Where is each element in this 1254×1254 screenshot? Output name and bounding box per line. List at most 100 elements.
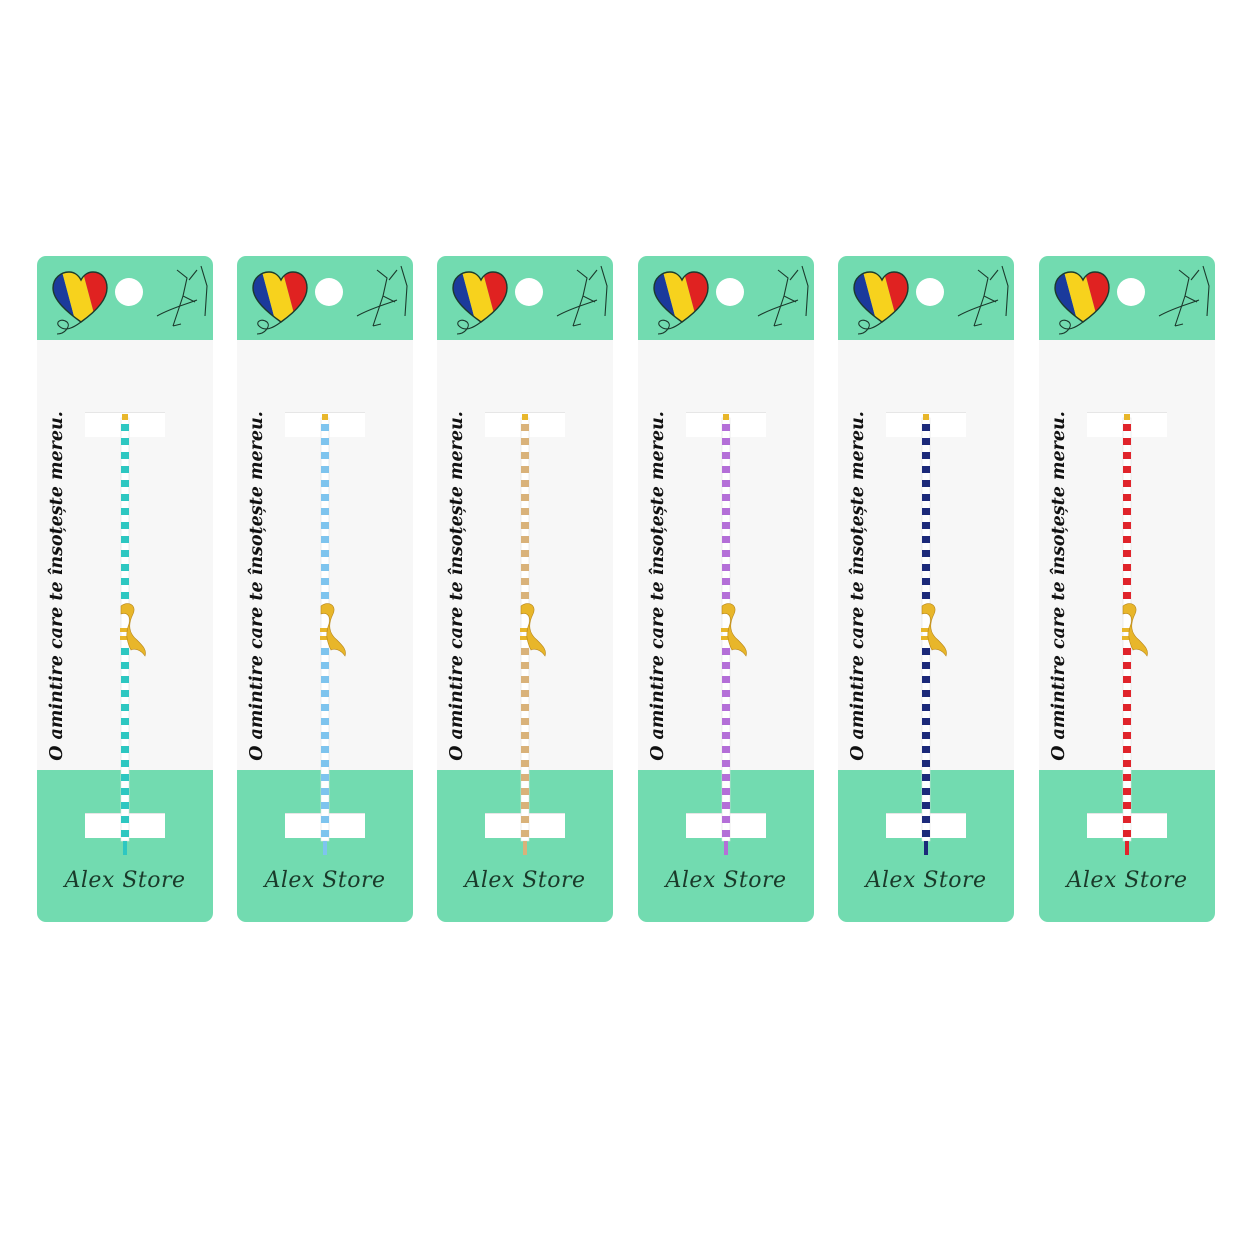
stripe-bead bbox=[321, 788, 329, 795]
line-swirl bbox=[456, 319, 482, 335]
stripe-bead bbox=[722, 480, 730, 487]
gold-end-bead bbox=[322, 414, 328, 420]
stripe-bead bbox=[321, 424, 329, 431]
stripe-bead bbox=[321, 466, 329, 473]
stripe-bead bbox=[121, 760, 129, 767]
hand-line-art bbox=[356, 265, 408, 327]
stripe-bead bbox=[922, 746, 930, 753]
stripe-bead bbox=[922, 550, 930, 557]
stripe-bead bbox=[321, 760, 329, 767]
stripe-bead bbox=[321, 718, 329, 725]
dolphin-charm-icon bbox=[1122, 603, 1148, 657]
stripe-bead bbox=[521, 718, 529, 725]
brand-logo: Alex Store bbox=[665, 868, 787, 893]
card-header-art bbox=[653, 265, 809, 335]
bracelet-card[interactable]: O amintire care te însoțește mereu.Alex … bbox=[237, 256, 413, 922]
stripe-bead bbox=[521, 522, 529, 529]
stripe-bead bbox=[722, 788, 730, 795]
stripe-bead bbox=[722, 704, 730, 711]
stripe-bead bbox=[722, 438, 730, 445]
stripe-bead bbox=[922, 676, 930, 683]
bracelet bbox=[120, 414, 146, 855]
card-header-art bbox=[52, 265, 208, 335]
stripe-bead bbox=[521, 578, 529, 585]
stripe-bead bbox=[321, 802, 329, 809]
gold-end-bead bbox=[522, 414, 528, 420]
stripe-bead bbox=[321, 662, 329, 669]
hand-line-art bbox=[556, 265, 608, 327]
stripe-bead bbox=[722, 816, 730, 823]
hang-hole bbox=[315, 278, 343, 306]
bracelet-card[interactable]: O amintire care te însoțește mereu.Alex … bbox=[638, 256, 814, 922]
gold-spacer-bead bbox=[721, 628, 731, 632]
stripe-bead bbox=[1123, 592, 1131, 599]
stripe-bead bbox=[321, 480, 329, 487]
hang-hole bbox=[1117, 278, 1145, 306]
cord-tail bbox=[323, 841, 327, 855]
stripe-bead bbox=[922, 536, 930, 543]
stripe-bead bbox=[321, 648, 329, 655]
stripe-bead bbox=[722, 592, 730, 599]
bracelet-card[interactable]: O amintire care te însoțește mereu.Alex … bbox=[1039, 256, 1215, 922]
gold-spacer-bead bbox=[320, 628, 330, 632]
stripe-bead bbox=[922, 690, 930, 697]
stripe-bead bbox=[922, 732, 930, 739]
stripe-bead bbox=[321, 592, 329, 599]
stripe-bead bbox=[121, 774, 129, 781]
stripe-bead bbox=[121, 508, 129, 515]
stripe-bead bbox=[922, 564, 930, 571]
stripe-bead bbox=[722, 760, 730, 767]
stripe-bead bbox=[1123, 802, 1131, 809]
stripe-bead bbox=[1123, 424, 1131, 431]
hang-hole bbox=[115, 278, 143, 306]
brand-logo: Alex Store bbox=[64, 868, 186, 893]
stripe-bead bbox=[121, 550, 129, 557]
cord-tail bbox=[724, 841, 728, 855]
stripe-bead bbox=[321, 536, 329, 543]
gold-spacer-bead bbox=[1122, 636, 1132, 640]
stripe-bead bbox=[321, 746, 329, 753]
stripe-bead bbox=[722, 662, 730, 669]
hang-hole bbox=[716, 278, 744, 306]
dolphin-charm-icon bbox=[320, 603, 346, 657]
stripe-bead bbox=[521, 592, 529, 599]
line-swirl bbox=[657, 319, 683, 335]
stripe-bead bbox=[121, 690, 129, 697]
bracelet-card[interactable]: O amintire care te însoțește mereu.Alex … bbox=[437, 256, 613, 922]
stripe-bead bbox=[722, 648, 730, 655]
stripe-bead bbox=[121, 592, 129, 599]
bracelet-card[interactable]: O amintire care te însoțește mereu.Alex … bbox=[37, 256, 213, 922]
stripe-bead bbox=[121, 424, 129, 431]
stripe-bead bbox=[922, 438, 930, 445]
stripe-bead bbox=[722, 452, 730, 459]
stripe-bead bbox=[121, 564, 129, 571]
cord-tail bbox=[924, 841, 928, 855]
heart-outline bbox=[653, 271, 709, 323]
heart-outline bbox=[452, 271, 508, 323]
line-swirl bbox=[256, 319, 282, 335]
stripe-bead bbox=[521, 536, 529, 543]
stripe-bead bbox=[1123, 830, 1131, 837]
stripe-bead bbox=[1123, 816, 1131, 823]
bracelet-card[interactable]: O amintire care te însoțește mereu.Alex … bbox=[838, 256, 1014, 922]
stripe-bead bbox=[121, 536, 129, 543]
dolphin-charm-icon bbox=[721, 603, 747, 657]
stripe-bead bbox=[121, 452, 129, 459]
stripe-bead bbox=[521, 438, 529, 445]
stripe-bead bbox=[722, 802, 730, 809]
stripe-bead bbox=[922, 704, 930, 711]
stripe-bead bbox=[321, 564, 329, 571]
stripe-bead bbox=[722, 578, 730, 585]
stripe-bead bbox=[521, 466, 529, 473]
stripe-bead bbox=[722, 718, 730, 725]
hang-hole bbox=[515, 278, 543, 306]
cord-tail bbox=[1125, 841, 1129, 855]
heart-outline bbox=[853, 271, 909, 323]
stripe-bead bbox=[321, 494, 329, 501]
stripe-bead bbox=[321, 452, 329, 459]
stripe-bead bbox=[121, 816, 129, 823]
stripe-bead bbox=[321, 522, 329, 529]
stripe-bead bbox=[121, 718, 129, 725]
stripe-bead bbox=[922, 718, 930, 725]
stripe-bead bbox=[1123, 452, 1131, 459]
